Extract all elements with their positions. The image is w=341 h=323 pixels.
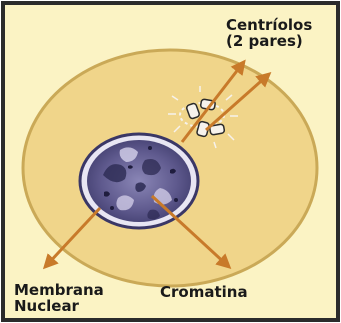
label-membrana-line2: Nuclear — [14, 298, 104, 314]
label-centriolos: Centríolos (2 pares) — [226, 17, 312, 49]
nucleus — [87, 140, 191, 222]
label-centriolos-line2: (2 pares) — [226, 33, 312, 49]
label-cromatina-text: Cromatina — [160, 284, 248, 300]
label-centriolos-line1: Centríolos — [226, 17, 312, 33]
label-membrana: Membrana Nuclear — [14, 282, 104, 314]
label-cromatina: Cromatina — [160, 284, 248, 300]
label-membrana-line1: Membrana — [14, 282, 104, 298]
